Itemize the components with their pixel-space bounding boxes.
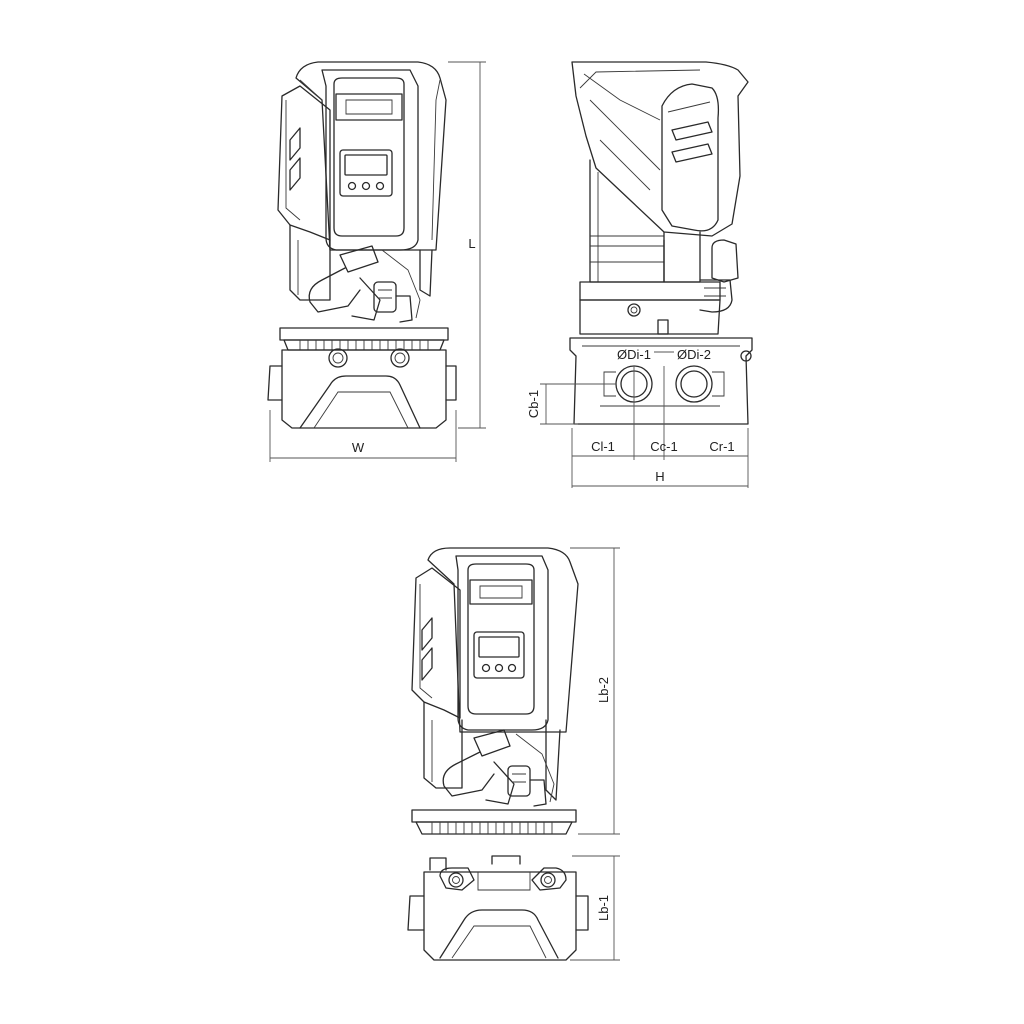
side-dimensions: ØDi-1 ØDi-2 Cb-1 Cl-1 Cc-1 Cr-1 H — [526, 347, 749, 488]
dim-label-Lb-2: Lb-2 — [596, 677, 611, 703]
dim-label-Cr-1: Cr-1 — [709, 439, 734, 454]
lb1-dimension: Lb-1 — [570, 855, 620, 961]
dim-label-Cb-1: Cb-1 — [526, 390, 541, 418]
dim-label-Di-1: ØDi-1 — [617, 347, 651, 362]
bottom-assembly-view — [411, 547, 579, 835]
bottom-base-grille — [431, 822, 553, 834]
side-view — [569, 61, 753, 425]
dim-label-L: L — [468, 236, 475, 251]
front-dimensions: L W — [269, 61, 486, 462]
front-base-grille — [299, 340, 429, 350]
lb2-dimension: Lb-2 — [570, 547, 620, 835]
dim-label-W: W — [352, 440, 365, 455]
dim-label-Di-2: ØDi-2 — [677, 347, 711, 362]
base-only-view — [407, 855, 589, 961]
dim-label-Lb-1: Lb-1 — [596, 895, 611, 921]
dim-label-Cc-1: Cc-1 — [650, 439, 677, 454]
dim-label-Cl-1: Cl-1 — [591, 439, 615, 454]
dim-label-H: H — [655, 469, 664, 484]
front-view — [267, 61, 457, 429]
